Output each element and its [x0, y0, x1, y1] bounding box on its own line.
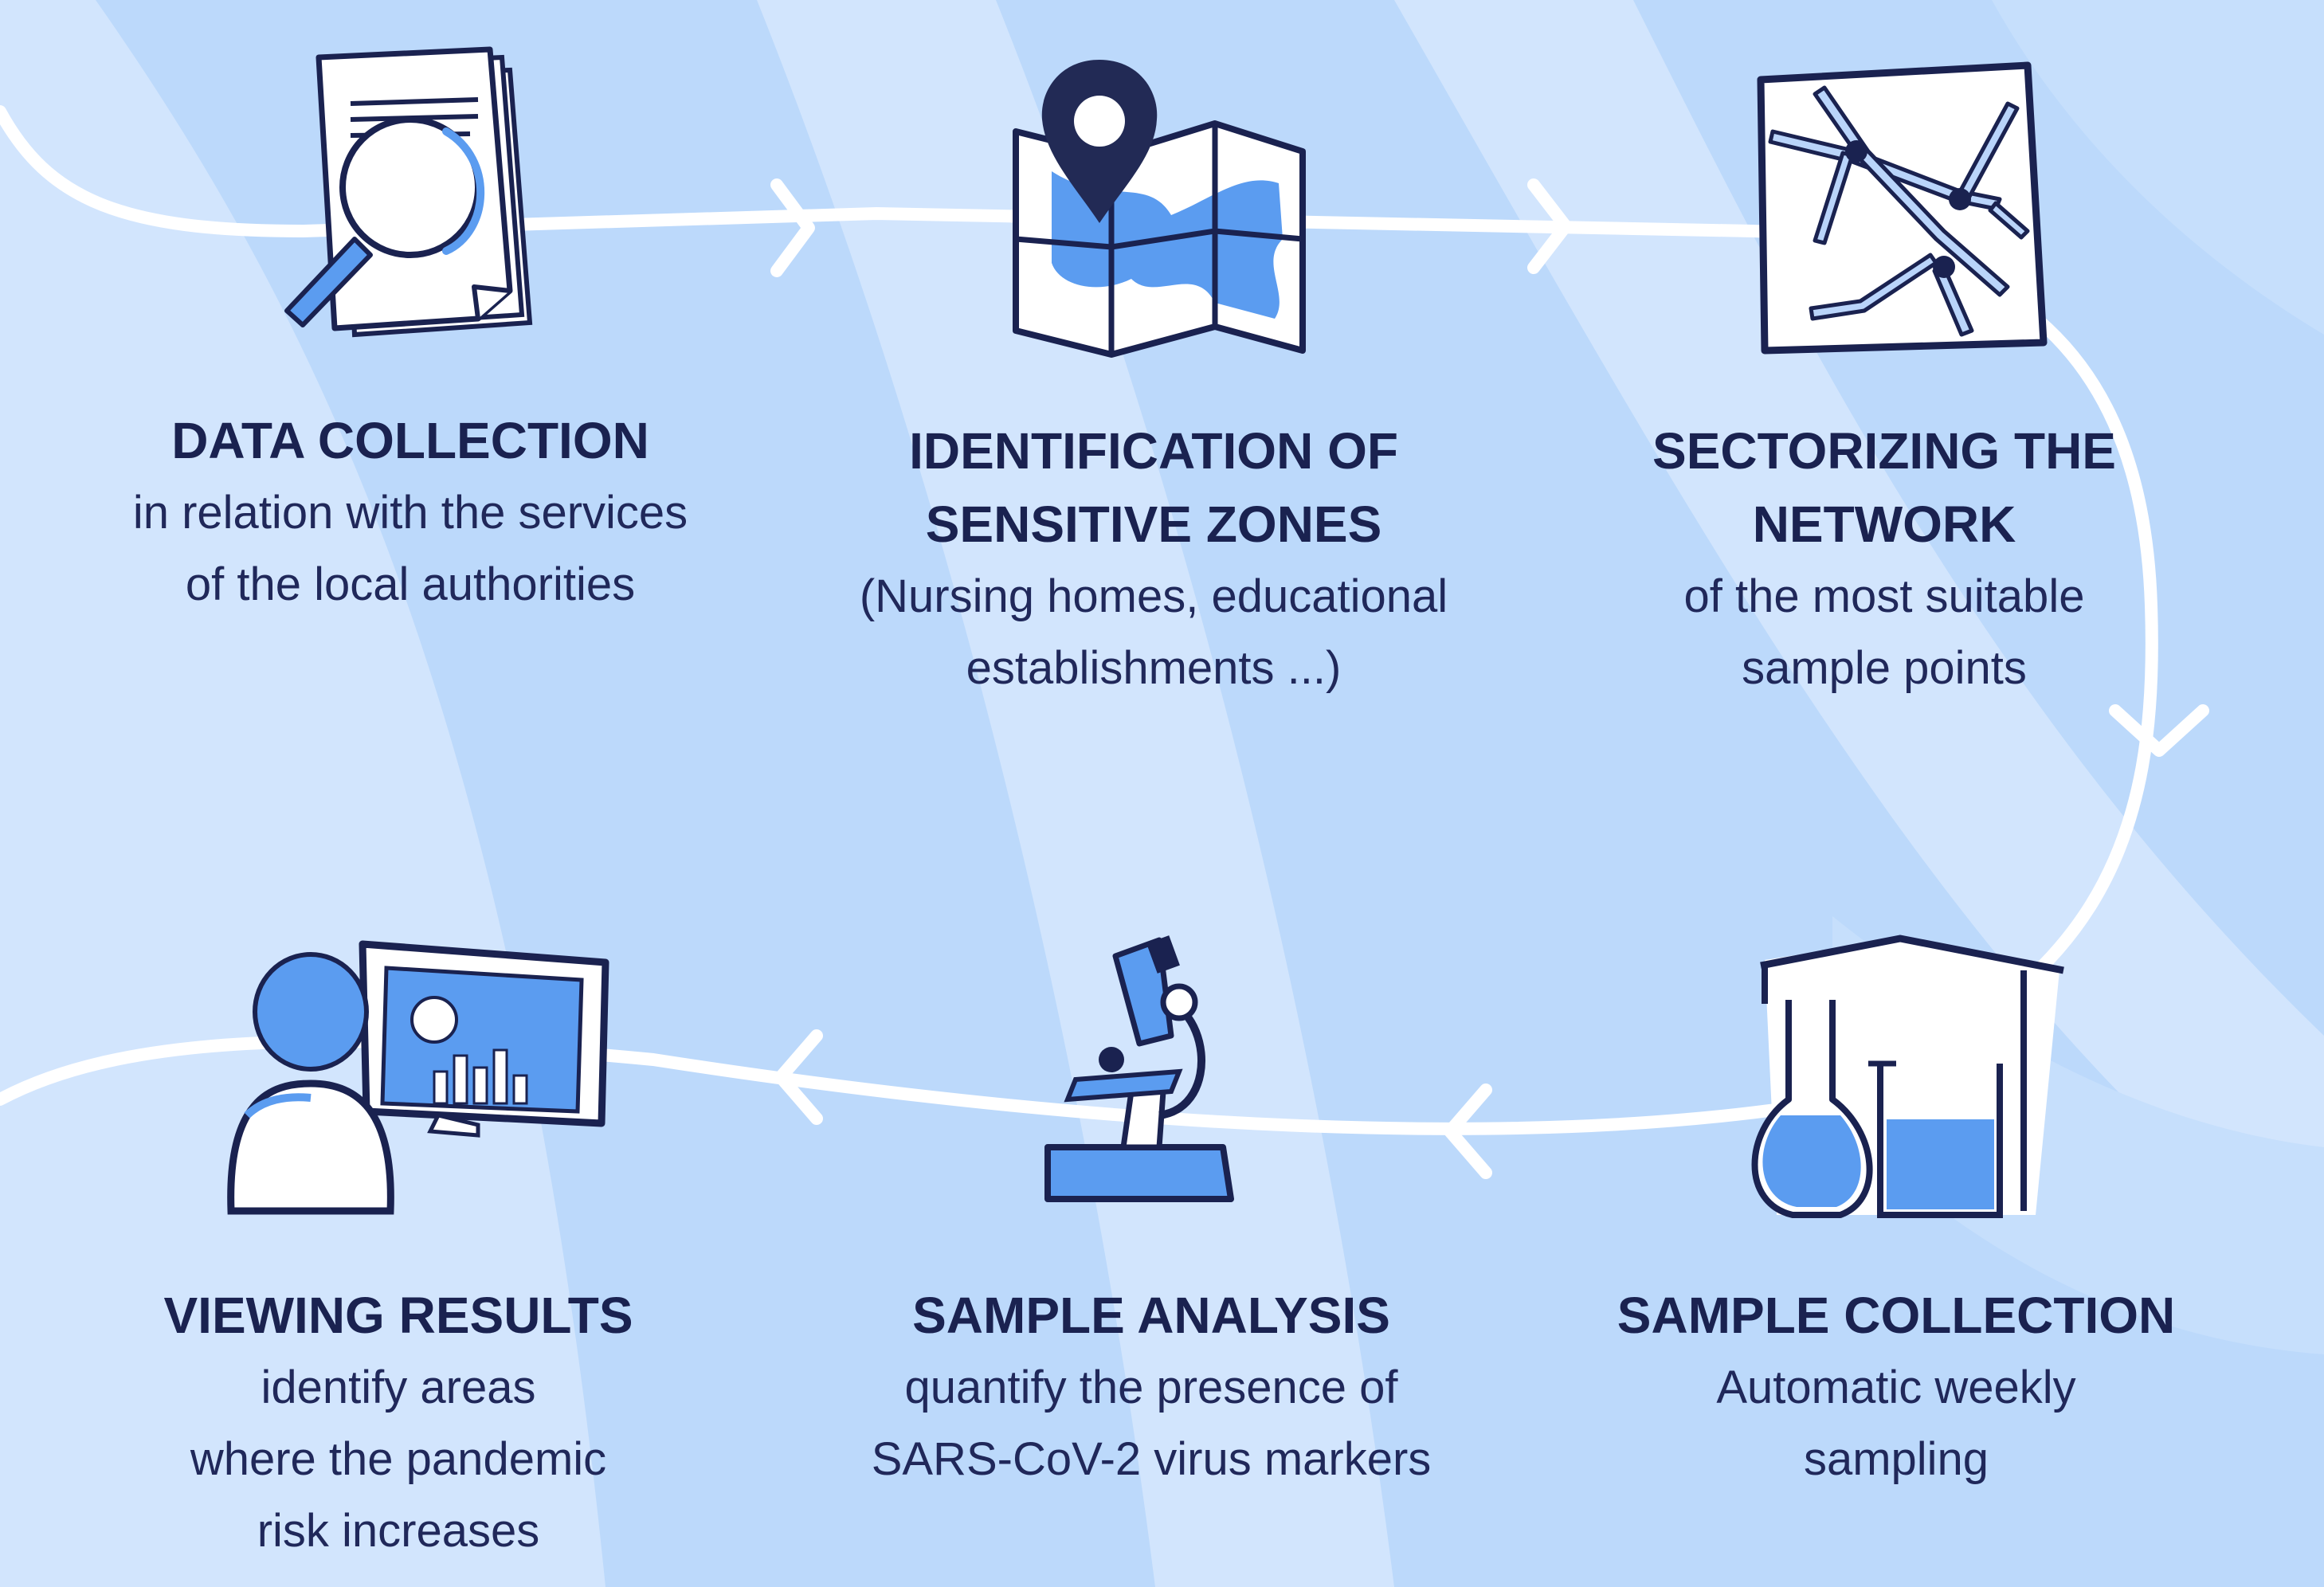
monitor-user-icon: [227, 940, 609, 1215]
step-title: SAMPLE COLLECTION: [1617, 1287, 2176, 1344]
step-viewing-results: VIEWING RESULTS identify areas where the…: [72, 1279, 725, 1567]
step-identification-sensitive-zones: IDENTIFICATION OF SENSITIVE ZONES (Nursi…: [827, 414, 1480, 704]
step-sectorizing-network: SECTORIZING THE NETWORK of the most suit…: [1558, 414, 2211, 704]
step-description: in relation with the services of the loc…: [132, 487, 688, 610]
step-title: DATA COLLECTION: [171, 412, 649, 469]
step-description: Automatic weekly sampling: [1716, 1362, 2076, 1485]
step-title: SAMPLE ANALYSIS: [912, 1287, 1390, 1344]
step-description: of the most suitable sample points: [1683, 570, 2085, 694]
step-description: (Nursing homes, educational establishmen…: [859, 570, 1448, 694]
lab-flasks-icon: [1751, 935, 2064, 1218]
step-title: SECTORIZING THE NETWORK: [1652, 422, 2116, 553]
map-pin-icon: [1013, 60, 1306, 358]
step-data-collection: DATA COLLECTION in relation with the ser…: [84, 404, 737, 621]
documents-magnifier-icon: [284, 46, 533, 338]
step-title: IDENTIFICATION OF SENSITIVE ZONES: [909, 422, 1398, 553]
step-title: VIEWING RESULTS: [163, 1287, 633, 1344]
step-sample-collection: SAMPLE COLLECTION Automatic weekly sampl…: [1570, 1279, 2223, 1495]
step-description: identify areas where the pandemic risk i…: [190, 1362, 607, 1557]
step-sample-analysis: SAMPLE ANALYSIS quantify the presence of…: [825, 1279, 1478, 1495]
step-description: quantify the presence of SARS-CoV-2 viru…: [871, 1362, 1432, 1485]
microscope-icon: [1044, 935, 1234, 1202]
pipe-network-icon: [1757, 61, 2048, 355]
